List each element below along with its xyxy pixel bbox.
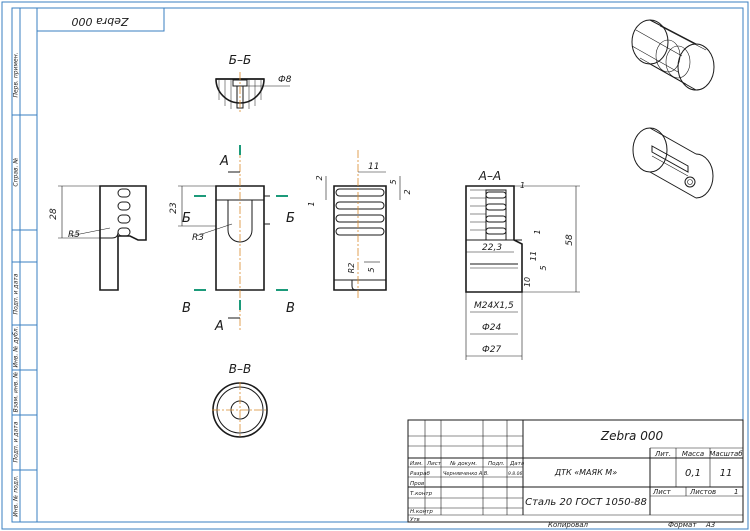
dim-aa-chamfer: 5 bbox=[539, 265, 548, 270]
dim-aa-bore: 22,3 bbox=[482, 243, 502, 253]
mirrored-name-box: Zebra 000 bbox=[36, 7, 165, 32]
tb-designation: Zebra 000 bbox=[600, 429, 664, 443]
tb-sheets-count: 1 bbox=[734, 488, 738, 496]
tb-col-izm: Изм. bbox=[410, 461, 423, 467]
tb-col-list: Лист bbox=[426, 461, 442, 467]
dim-bb-diameter: Ф8 bbox=[278, 75, 292, 85]
tb-col-sign: Подп. bbox=[488, 461, 505, 467]
inner-frame bbox=[36, 7, 744, 523]
dim-side-height: 28 bbox=[49, 208, 59, 220]
dim-aa-step: 1 bbox=[533, 229, 542, 234]
tb-row-nkontr: Н.контр bbox=[410, 509, 433, 515]
side-label-replace-inv: Взам. инв. № bbox=[13, 372, 20, 413]
tb-razrab-name: Чернявченко А.В. bbox=[443, 471, 489, 477]
tb-col-date: Дата bbox=[509, 461, 525, 467]
side-label-dup-inv: Инв. № дубл. bbox=[13, 326, 20, 367]
format-label: Формат bbox=[668, 521, 697, 529]
dim-slot-width: 11 bbox=[368, 162, 379, 172]
dim-slot-gap-side: 1 bbox=[307, 201, 316, 206]
dim-aa-d27: Ф27 bbox=[482, 345, 501, 355]
tb-head-mass: Масса bbox=[682, 450, 704, 458]
section-aa-title: А–А bbox=[478, 169, 501, 183]
dim-front-radius: R3 bbox=[192, 233, 204, 243]
dim-slot-radius: R2 bbox=[347, 263, 356, 274]
dim-slot-gap-top: 2 bbox=[315, 175, 324, 180]
dim-side-radius: R5 bbox=[68, 230, 80, 240]
tb-sheets: Листов bbox=[689, 488, 716, 496]
section-bb-title: Б–Б bbox=[229, 53, 251, 67]
side-strip: Перв. примен. Справ. № Подп. и дата Инв.… bbox=[11, 7, 38, 523]
tb-mass: 0,1 bbox=[685, 468, 701, 479]
dim-aa-thread: M24X1,5 bbox=[474, 301, 514, 311]
tb-row-razrab: Разраб bbox=[410, 471, 430, 477]
dim-aa-bottom: 10 bbox=[523, 277, 532, 287]
tb-sheet: Лист bbox=[652, 488, 672, 496]
tb-material: Сталь 20 ГОСТ 1050-88 bbox=[525, 497, 647, 508]
tb-col-doc: № докум. bbox=[449, 461, 477, 467]
iso-view-solid bbox=[632, 127, 714, 199]
tb-razrab-date: 9.8.06 bbox=[508, 471, 522, 477]
iso-view-wireframe bbox=[631, 19, 715, 91]
tb-head-scale: Масштаб bbox=[709, 450, 743, 458]
cut-a-bottom: А bbox=[214, 319, 224, 334]
cut-b-right: Б bbox=[286, 211, 295, 226]
tb-product: ДТК «МАЯК М» bbox=[554, 468, 617, 477]
mirrored-name: Zebra 000 bbox=[71, 15, 129, 28]
cut-a-top: А bbox=[219, 154, 229, 169]
tb-scale: 11 bbox=[720, 468, 733, 479]
dim-front-height: 23 bbox=[169, 202, 179, 214]
title-block: Zebra 000 ДТК «МАЯК М» Сталь 20 ГОСТ 105… bbox=[407, 419, 744, 523]
side-label-sign-date-2: Подп. и дата bbox=[13, 421, 20, 462]
dim-aa-top-step: 1 bbox=[520, 181, 525, 190]
section-aa: А–А 58 1 22,3 1 11 5 10 M24X1,5 Ф24 Ф27 bbox=[465, 169, 580, 360]
section-vv-title: В–В bbox=[229, 362, 251, 376]
copied-label: Копировал bbox=[548, 521, 589, 529]
dim-slot-pitch: 5 bbox=[389, 179, 398, 184]
side-label-first-use: Перв. примен. bbox=[13, 52, 20, 97]
cut-v-left: В bbox=[182, 301, 191, 316]
format-value: А3 bbox=[705, 521, 715, 529]
side-label-ref-number: Справ. № bbox=[13, 157, 20, 186]
tb-head-lit: Лит. bbox=[654, 450, 671, 458]
cut-v-right: В bbox=[286, 301, 295, 316]
side-label-sign-date-1: Подп. и дата bbox=[13, 273, 20, 314]
side-label-orig-inv: Инв. № подл. bbox=[13, 475, 20, 516]
dim-aa-length: 58 bbox=[565, 234, 575, 246]
cut-b-left: Б bbox=[182, 211, 191, 226]
section-vv: В–В bbox=[212, 362, 268, 438]
view-front: 23 R3 А А Б Б В В bbox=[169, 145, 295, 334]
dim-slot-bottom: 5 bbox=[367, 267, 376, 272]
dim-slot-gap-right: 2 bbox=[403, 189, 412, 194]
view-side: 28 R5 bbox=[49, 185, 147, 291]
view-slots: 11 2 1 5 2 R2 5 bbox=[307, 150, 412, 300]
tb-row-utv: Утв bbox=[410, 517, 420, 523]
dim-aa-d24: Ф24 bbox=[482, 323, 501, 333]
tb-row-prov: Пров bbox=[410, 481, 424, 487]
tb-row-tkontr: Т.контр bbox=[410, 491, 433, 497]
dim-aa-thread-len: 11 bbox=[529, 251, 538, 261]
section-bb: Б–Б Ф8 bbox=[215, 53, 292, 112]
